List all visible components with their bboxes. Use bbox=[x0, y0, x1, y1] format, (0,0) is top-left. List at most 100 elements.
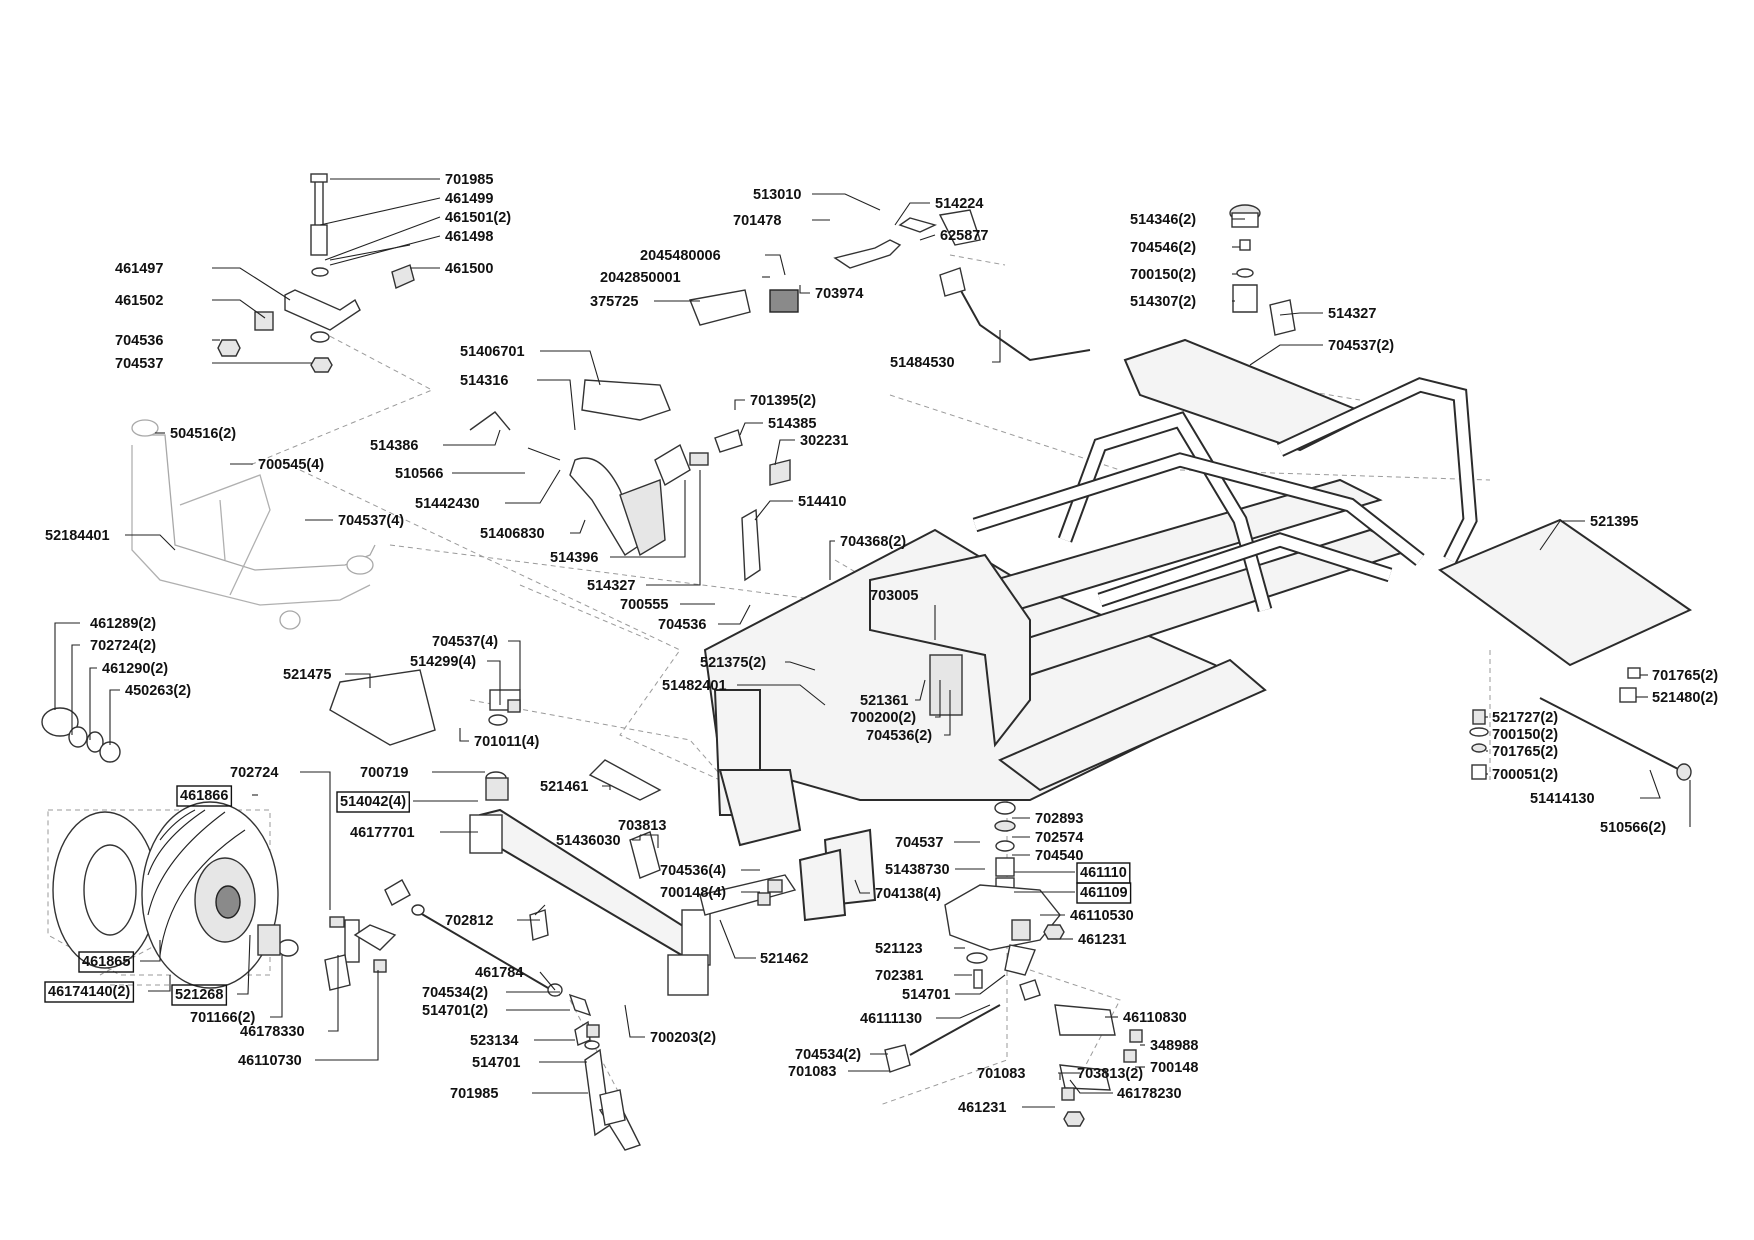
front-wheel-tube bbox=[52, 811, 158, 969]
leader-line bbox=[799, 285, 810, 294]
front-bumper-ghost bbox=[131, 419, 376, 630]
part-number-label: 704534(2) bbox=[795, 1047, 861, 1063]
part-number-label: 521480(2) bbox=[1652, 690, 1718, 706]
part-number-label: 461110 bbox=[1080, 865, 1127, 881]
label-box bbox=[78, 951, 135, 973]
part-number-label: 704540 bbox=[1035, 848, 1083, 864]
part-number-label: 514327 bbox=[587, 578, 635, 594]
label-box bbox=[171, 984, 228, 1006]
leader-line bbox=[936, 1004, 991, 1019]
part-number-label: 461784 bbox=[475, 965, 523, 981]
boxed-part-labels bbox=[44, 785, 1132, 1006]
part-number-label: 51406701 bbox=[460, 344, 525, 360]
part-number-label: 2042850001 bbox=[600, 270, 681, 286]
part-number-label: 702893 bbox=[1035, 811, 1083, 827]
part-number-label: 450263(2) bbox=[125, 683, 191, 699]
leader-line bbox=[89, 667, 97, 740]
part-number-label: 461231 bbox=[958, 1100, 1006, 1116]
leader-line bbox=[570, 519, 586, 534]
label-box bbox=[176, 785, 233, 807]
leader-line bbox=[345, 673, 371, 688]
part-number-label: 700051(2) bbox=[1492, 767, 1558, 783]
leader-line bbox=[718, 604, 751, 625]
leader-line bbox=[539, 971, 556, 991]
part-number-label: 521475 bbox=[283, 667, 331, 683]
leader-line bbox=[300, 771, 331, 910]
part-number-label: 46174140(2) bbox=[48, 984, 130, 1000]
part-number-label: 704138(4) bbox=[875, 886, 941, 902]
leader-line bbox=[944, 690, 951, 736]
part-number-label: 504516(2) bbox=[170, 426, 236, 442]
label-box bbox=[44, 981, 135, 1003]
part-number-label: 302231 bbox=[800, 433, 848, 449]
part-number-label: 521123 bbox=[875, 941, 923, 957]
leader-line bbox=[1059, 1072, 1072, 1080]
part-number-label: 704537 bbox=[115, 356, 163, 372]
leader-line bbox=[443, 429, 501, 446]
leader-line bbox=[125, 534, 176, 551]
part-number-label: 701011(4) bbox=[474, 734, 539, 750]
part-number-label: 704537(2) bbox=[1328, 338, 1394, 354]
part-number-label: 521268 bbox=[175, 987, 223, 1003]
part-number-label: 700150(2) bbox=[1492, 727, 1558, 743]
leader-line bbox=[148, 975, 171, 992]
part-number-label: 46178330 bbox=[240, 1024, 305, 1040]
leader-line bbox=[785, 661, 816, 671]
part-number-label: 701985 bbox=[450, 1086, 498, 1102]
leader-line bbox=[1539, 520, 1585, 551]
part-number-label: 514701 bbox=[902, 987, 950, 1003]
leader-line bbox=[324, 216, 441, 261]
part-number-label: 52184401 bbox=[45, 528, 110, 544]
part-number-label: 701765(2) bbox=[1652, 668, 1718, 684]
part-number-label: 461109 bbox=[1080, 885, 1128, 901]
part-number-label: 701166(2) bbox=[190, 1010, 255, 1026]
part-number-label: 514307(2) bbox=[1130, 294, 1196, 310]
part-number-label: 521461 bbox=[540, 779, 588, 795]
part-number-label: 703813 bbox=[618, 818, 666, 834]
leader-line bbox=[270, 955, 283, 1018]
part-number-label: 514385 bbox=[768, 416, 816, 432]
part-number-label: 461502 bbox=[115, 293, 163, 309]
leader-line bbox=[955, 974, 1006, 995]
chassis-frame bbox=[469, 338, 1693, 996]
part-number-label: 704537(4) bbox=[432, 634, 498, 650]
part-number-label: 513010 bbox=[753, 187, 801, 203]
leader-line bbox=[537, 379, 576, 431]
part-number-label: 46110830 bbox=[1123, 1010, 1187, 1026]
leader-line bbox=[212, 299, 266, 319]
leader-line bbox=[1279, 312, 1323, 316]
leader-line bbox=[71, 644, 80, 735]
part-number-label: 514327 bbox=[1328, 306, 1376, 322]
part-number-label: 700200(2) bbox=[850, 710, 916, 726]
part-number-label: 461500 bbox=[445, 261, 493, 277]
part-number-label: 510566(2) bbox=[1600, 820, 1666, 836]
part-number-label: 461497 bbox=[115, 261, 163, 277]
leader-line bbox=[935, 680, 941, 718]
leader-line bbox=[734, 399, 745, 410]
part-number-label: 46111130 bbox=[860, 1011, 922, 1027]
leader-line bbox=[508, 640, 521, 690]
hardware-parts bbox=[41, 173, 1692, 1151]
part-number-label: 701083 bbox=[788, 1064, 836, 1080]
part-number-label: 704537 bbox=[895, 835, 943, 851]
part-number-label: 51406830 bbox=[480, 526, 545, 542]
part-number-label: 51438730 bbox=[885, 862, 950, 878]
leader-line bbox=[719, 919, 756, 959]
leader-line bbox=[894, 202, 930, 226]
part-number-label: 704536 bbox=[658, 617, 706, 633]
leader-line bbox=[854, 879, 870, 894]
label-box bbox=[1076, 882, 1132, 904]
part-number-label: 514042(4) bbox=[340, 794, 406, 810]
part-number-label: 51484530 bbox=[890, 355, 955, 371]
part-number-label: 510566 bbox=[395, 466, 443, 482]
leader-line bbox=[812, 193, 881, 211]
part-number-label: 701083 bbox=[977, 1066, 1025, 1082]
leader-line bbox=[919, 234, 936, 241]
part-number-label: 703974 bbox=[815, 286, 863, 302]
part-number-label: 700545(4) bbox=[258, 457, 324, 473]
part-number-label: 625877 bbox=[940, 228, 988, 244]
part-number-label: 704534(2) bbox=[422, 985, 488, 1001]
part-number-label: 704546(2) bbox=[1130, 240, 1196, 256]
leader-line bbox=[328, 955, 339, 1032]
